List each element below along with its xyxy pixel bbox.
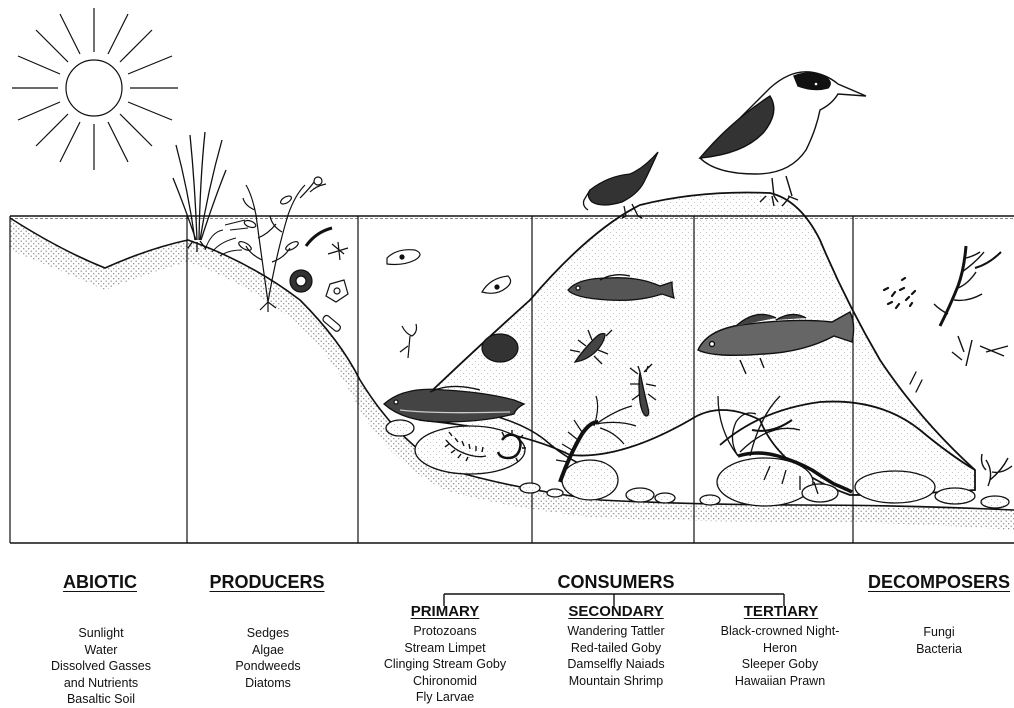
- primary-heading: PRIMARY: [410, 603, 480, 620]
- consumer-pyramid: [419, 191, 976, 496]
- list-item: Algae: [252, 642, 284, 657]
- list-item: Wandering Tattler: [567, 624, 665, 638]
- list-item: Black-crowned Night-: [720, 624, 840, 638]
- list-item: Sunlight: [78, 626, 124, 640]
- secondary-heading: SECONDARY: [568, 603, 664, 620]
- pondweed-icon: [238, 176, 327, 312]
- primary-consumers-list: Protozoans Stream Limpet Clinging Stream…: [384, 623, 506, 706]
- fly-larva-icon: [444, 430, 526, 463]
- list-item: Red-tailed Goby: [570, 640, 662, 655]
- tattler-icon: [582, 151, 659, 219]
- list-item: Hawaiian Prawn: [734, 673, 826, 688]
- list-item: Stream Limpet: [404, 640, 486, 655]
- sedge-icon: [172, 131, 227, 252]
- sleeper-goby-icon: [697, 311, 855, 375]
- prawn-icon: [717, 395, 853, 495]
- list-item: Bacteria: [916, 641, 962, 656]
- algae-icon: [204, 219, 249, 257]
- list-item: Water: [84, 642, 118, 657]
- diatom-icon: [289, 226, 349, 332]
- protozoan-icon: [386, 249, 512, 359]
- limpet-icon: [481, 333, 519, 363]
- heron-icon: [698, 71, 867, 207]
- list-item: Protozoans: [413, 624, 477, 638]
- list-item: Chironomid: [413, 673, 477, 688]
- decomposers-heading: DECOMPOSERS: [867, 572, 1011, 592]
- list-item: Heron: [762, 640, 798, 655]
- list-item: Dissolved Gasses: [50, 659, 152, 673]
- list-item: Diatoms: [245, 675, 291, 690]
- sun-icon: [12, 8, 178, 170]
- list-item: Sleeper Goby: [741, 657, 819, 671]
- abiotic-heading: ABIOTIC: [63, 572, 137, 592]
- list-item: Mountain Shrimp: [568, 673, 664, 688]
- list-item: Fungi: [923, 625, 955, 639]
- producers-list: Sedges Algae Pondweeds Diatoms: [235, 625, 300, 691]
- list-item: and Nutrients: [63, 675, 139, 690]
- list-item: Clinging Stream Goby: [383, 657, 507, 671]
- shrimp-icon: [555, 395, 637, 483]
- list-item: Fly Larvae: [415, 690, 475, 704]
- goby-icon: [567, 274, 675, 302]
- fungi-icon: [933, 245, 1013, 487]
- consumers-bracket: [443, 593, 785, 606]
- tertiary-heading: TERTIARY: [743, 603, 819, 620]
- secondary-consumers-list: Wandering Tattler Red-tailed Goby Damsel…: [567, 623, 664, 689]
- producers-heading: PRODUCERS: [209, 572, 325, 592]
- streambed-soil: [10, 218, 1014, 530]
- list-item: Pondweeds: [235, 659, 301, 673]
- list-item: Sedges: [246, 626, 290, 640]
- tertiary-consumers-list: Black-crowned Night- Heron Sleeper Goby …: [721, 623, 840, 689]
- bacteria-icon: [882, 276, 923, 393]
- streambed-rocks: [385, 419, 1010, 509]
- goby-icon: [383, 385, 526, 423]
- decomposers-list: Fungi Bacteria: [916, 624, 962, 657]
- abiotic-list: Sunlight Water Dissolved Gasses and Nutr…: [51, 625, 151, 708]
- list-item: Damselfly Naiads: [567, 657, 665, 671]
- consumers-heading: CONSUMERS: [557, 572, 675, 592]
- list-item: Basaltic Soil: [66, 692, 136, 706]
- damselfly-naiad-icon: [569, 329, 657, 417]
